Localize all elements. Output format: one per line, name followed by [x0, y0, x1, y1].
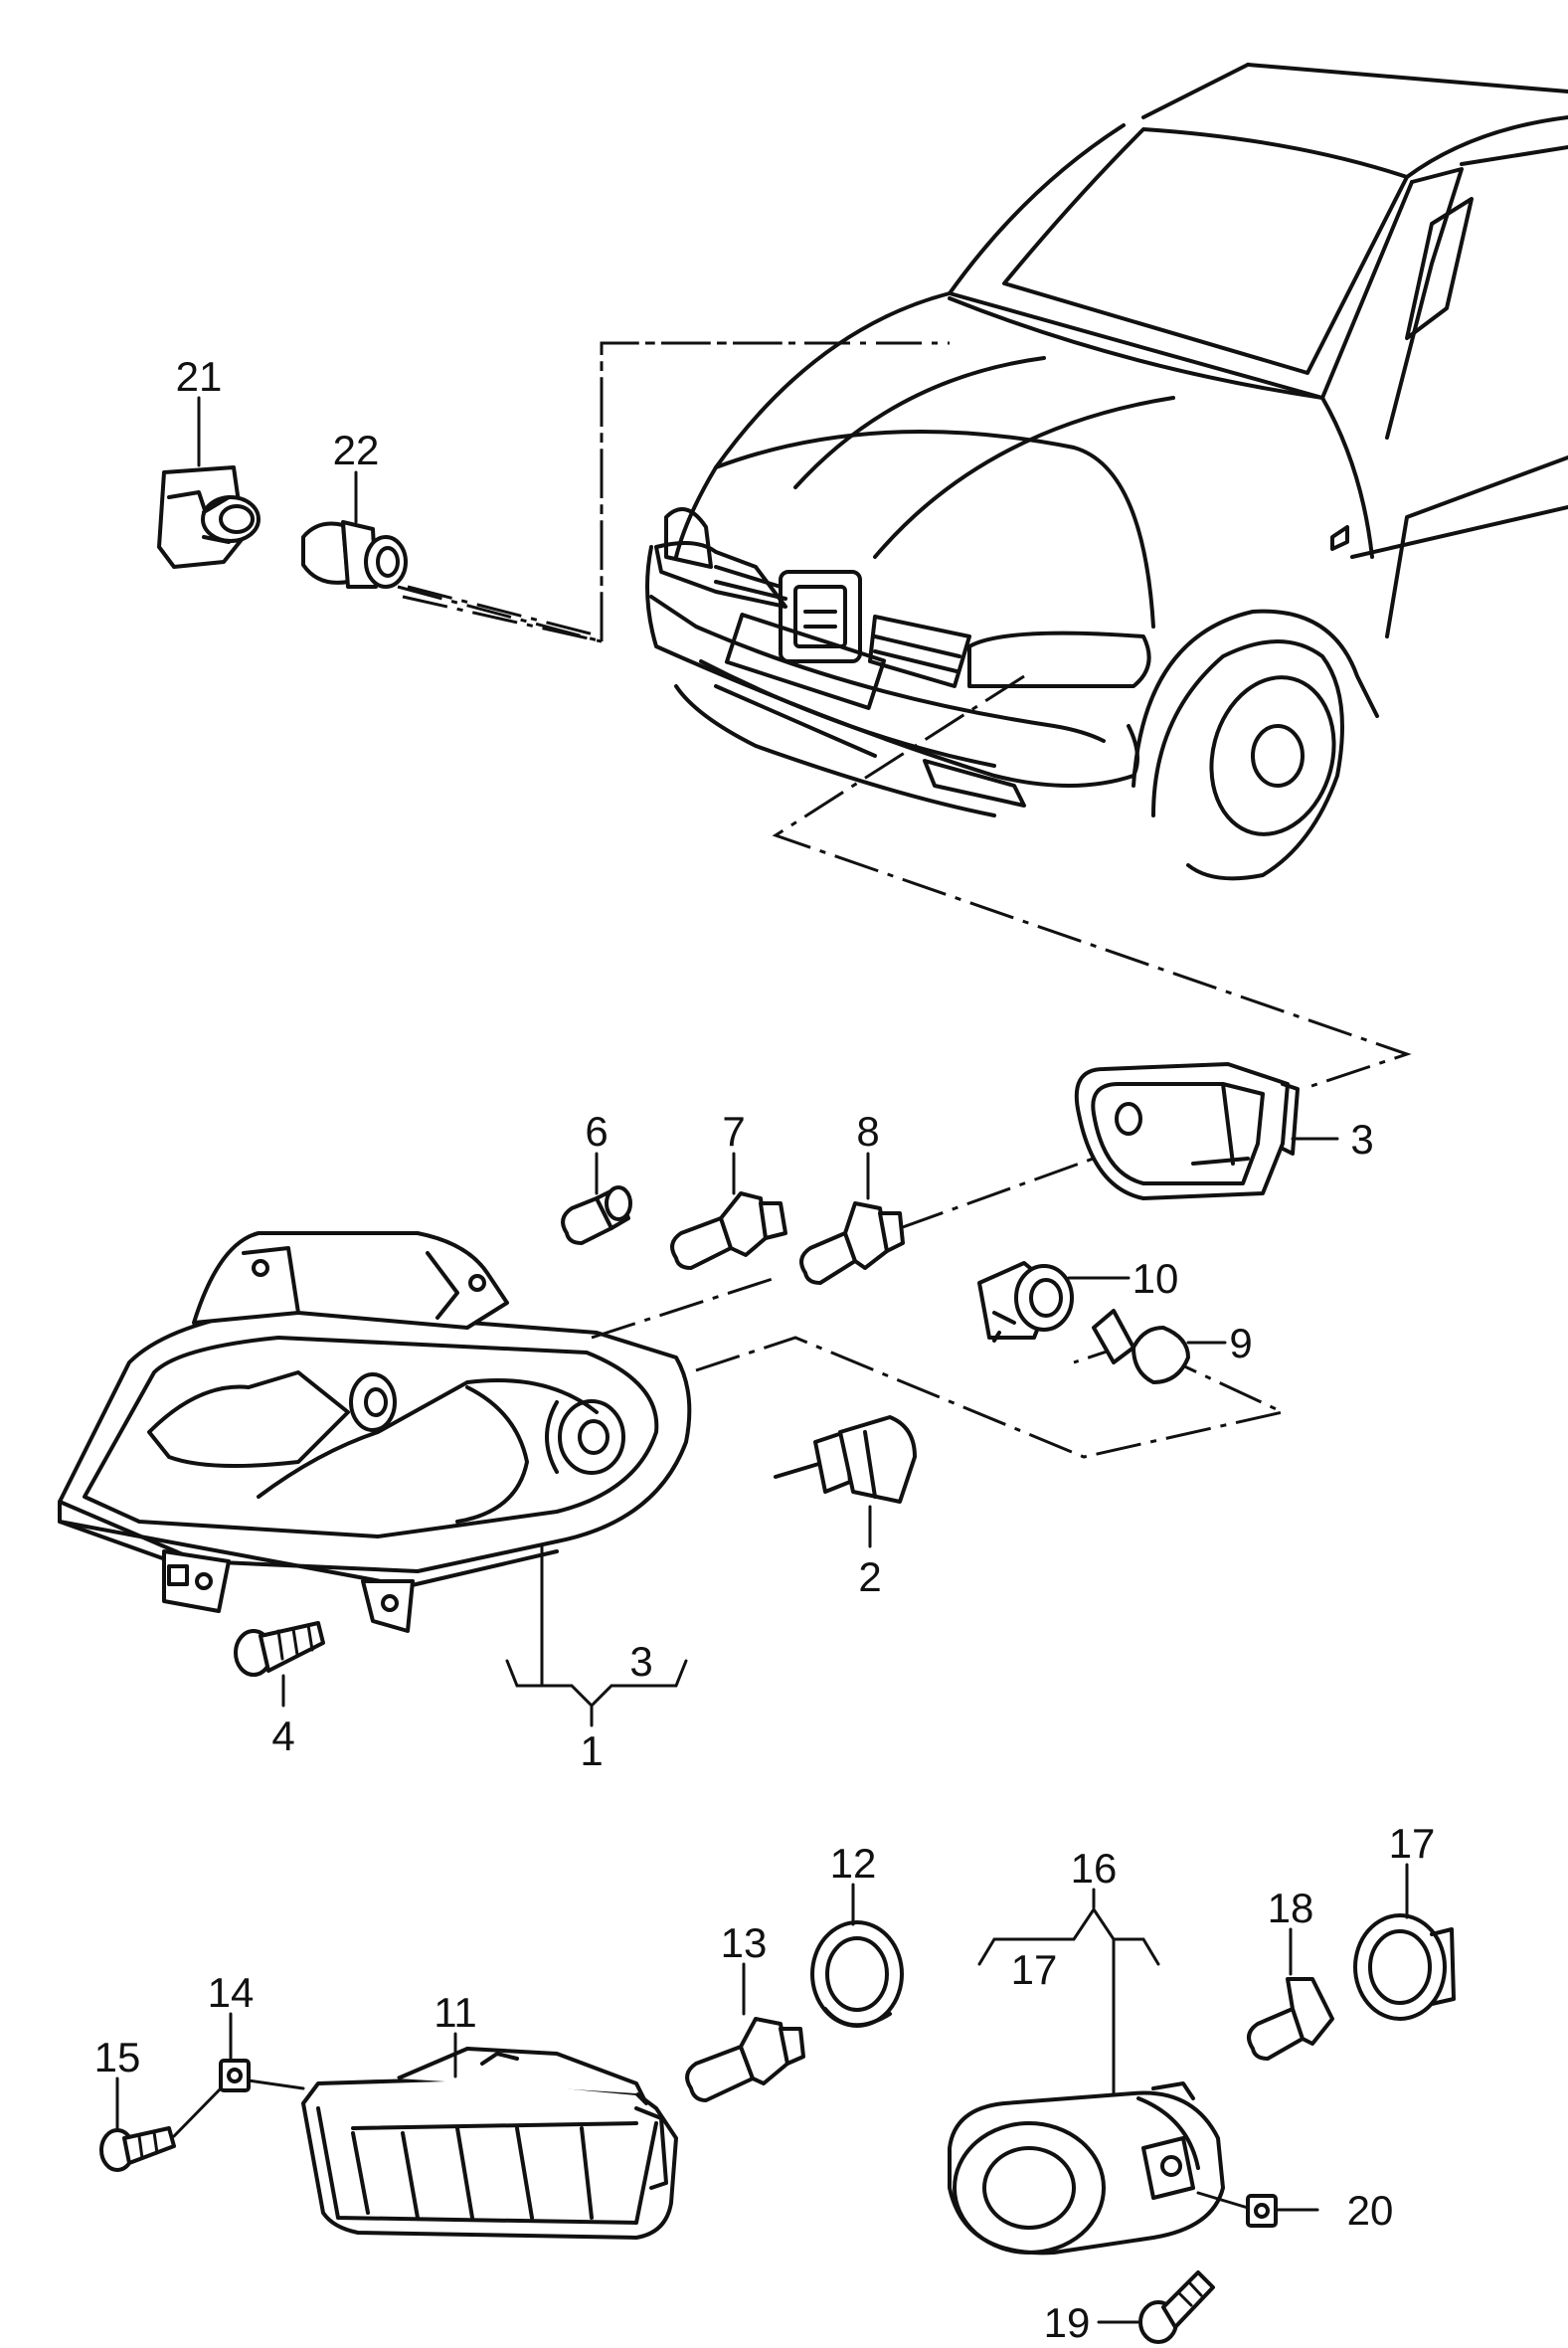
part-9-bulb: [1092, 1309, 1190, 1384]
callout-16: 16: [1071, 1845, 1118, 1892]
callout-1: 1: [580, 1727, 603, 1774]
callout-9: 9: [1229, 1320, 1252, 1366]
part-10-socket: [977, 1261, 1074, 1343]
callout-2: 2: [858, 1553, 881, 1600]
car-front-illustration: [645, 63, 1568, 881]
leader-line-headlight-2-9: [695, 1336, 1288, 1459]
part-3-turn-signal-housing: [1074, 1062, 1300, 1200]
part-6-bulb: [561, 1185, 632, 1245]
part-20-clip: [1246, 2194, 1278, 2228]
callout-14: 14: [208, 1969, 255, 2016]
callout-10: 10: [1132, 1255, 1179, 1302]
callout-19: 19: [1044, 2299, 1091, 2346]
part-13-bulb: [685, 2017, 805, 2102]
callout-6: 6: [585, 1108, 608, 1155]
part-12-seal-ring: [810, 1920, 904, 2028]
part-17-seal-ring: [1353, 1913, 1456, 2021]
part-4-screw: [234, 1621, 325, 1677]
callout-3-bracket: 3: [629, 1638, 652, 1685]
part-19-screw: [1138, 2270, 1215, 2344]
callout-4: 4: [271, 1713, 294, 1759]
part-15-screw: [99, 2126, 176, 2172]
part-7-bulb: [670, 1191, 787, 1270]
callout-20: 20: [1347, 2187, 1394, 2234]
callout-11: 11: [434, 1989, 477, 2036]
bracket-1-3: [505, 1544, 688, 1709]
callout-13: 13: [721, 1919, 768, 1966]
leader-line-car-headlight: [772, 674, 1412, 1091]
part-2-bulb: [774, 1415, 917, 1504]
callout-17-bracket: 17: [1011, 1946, 1058, 1993]
callout-18: 18: [1268, 1885, 1314, 1931]
part-18-bulb: [1247, 1977, 1334, 2061]
callout-12: 12: [830, 1840, 877, 1887]
callout-17-ring: 17: [1389, 1820, 1436, 1867]
part-1-headlight-assembly: [58, 1231, 692, 1633]
callout-7: 7: [722, 1108, 745, 1155]
callout-8: 8: [856, 1108, 879, 1155]
part-22-bulb: [301, 520, 408, 589]
leader-line-21-22: [402, 341, 950, 643]
part-21-socket: [157, 465, 261, 569]
callout-22: 22: [333, 427, 380, 473]
part-8-bulb: [799, 1201, 905, 1285]
callout-3-housing: 3: [1350, 1116, 1373, 1163]
callout-21: 21: [176, 353, 223, 400]
bracket-16-17: [977, 1906, 1160, 1966]
leader-line-1-8: [591, 1276, 777, 1340]
callout-15: 15: [94, 2034, 141, 2080]
part-14-clip: [219, 2059, 251, 2092]
leader-line-22-car: [397, 341, 795, 643]
part-11-fog-light: [301, 2047, 678, 2240]
part-16-fog-lamp: [948, 2081, 1225, 2256]
